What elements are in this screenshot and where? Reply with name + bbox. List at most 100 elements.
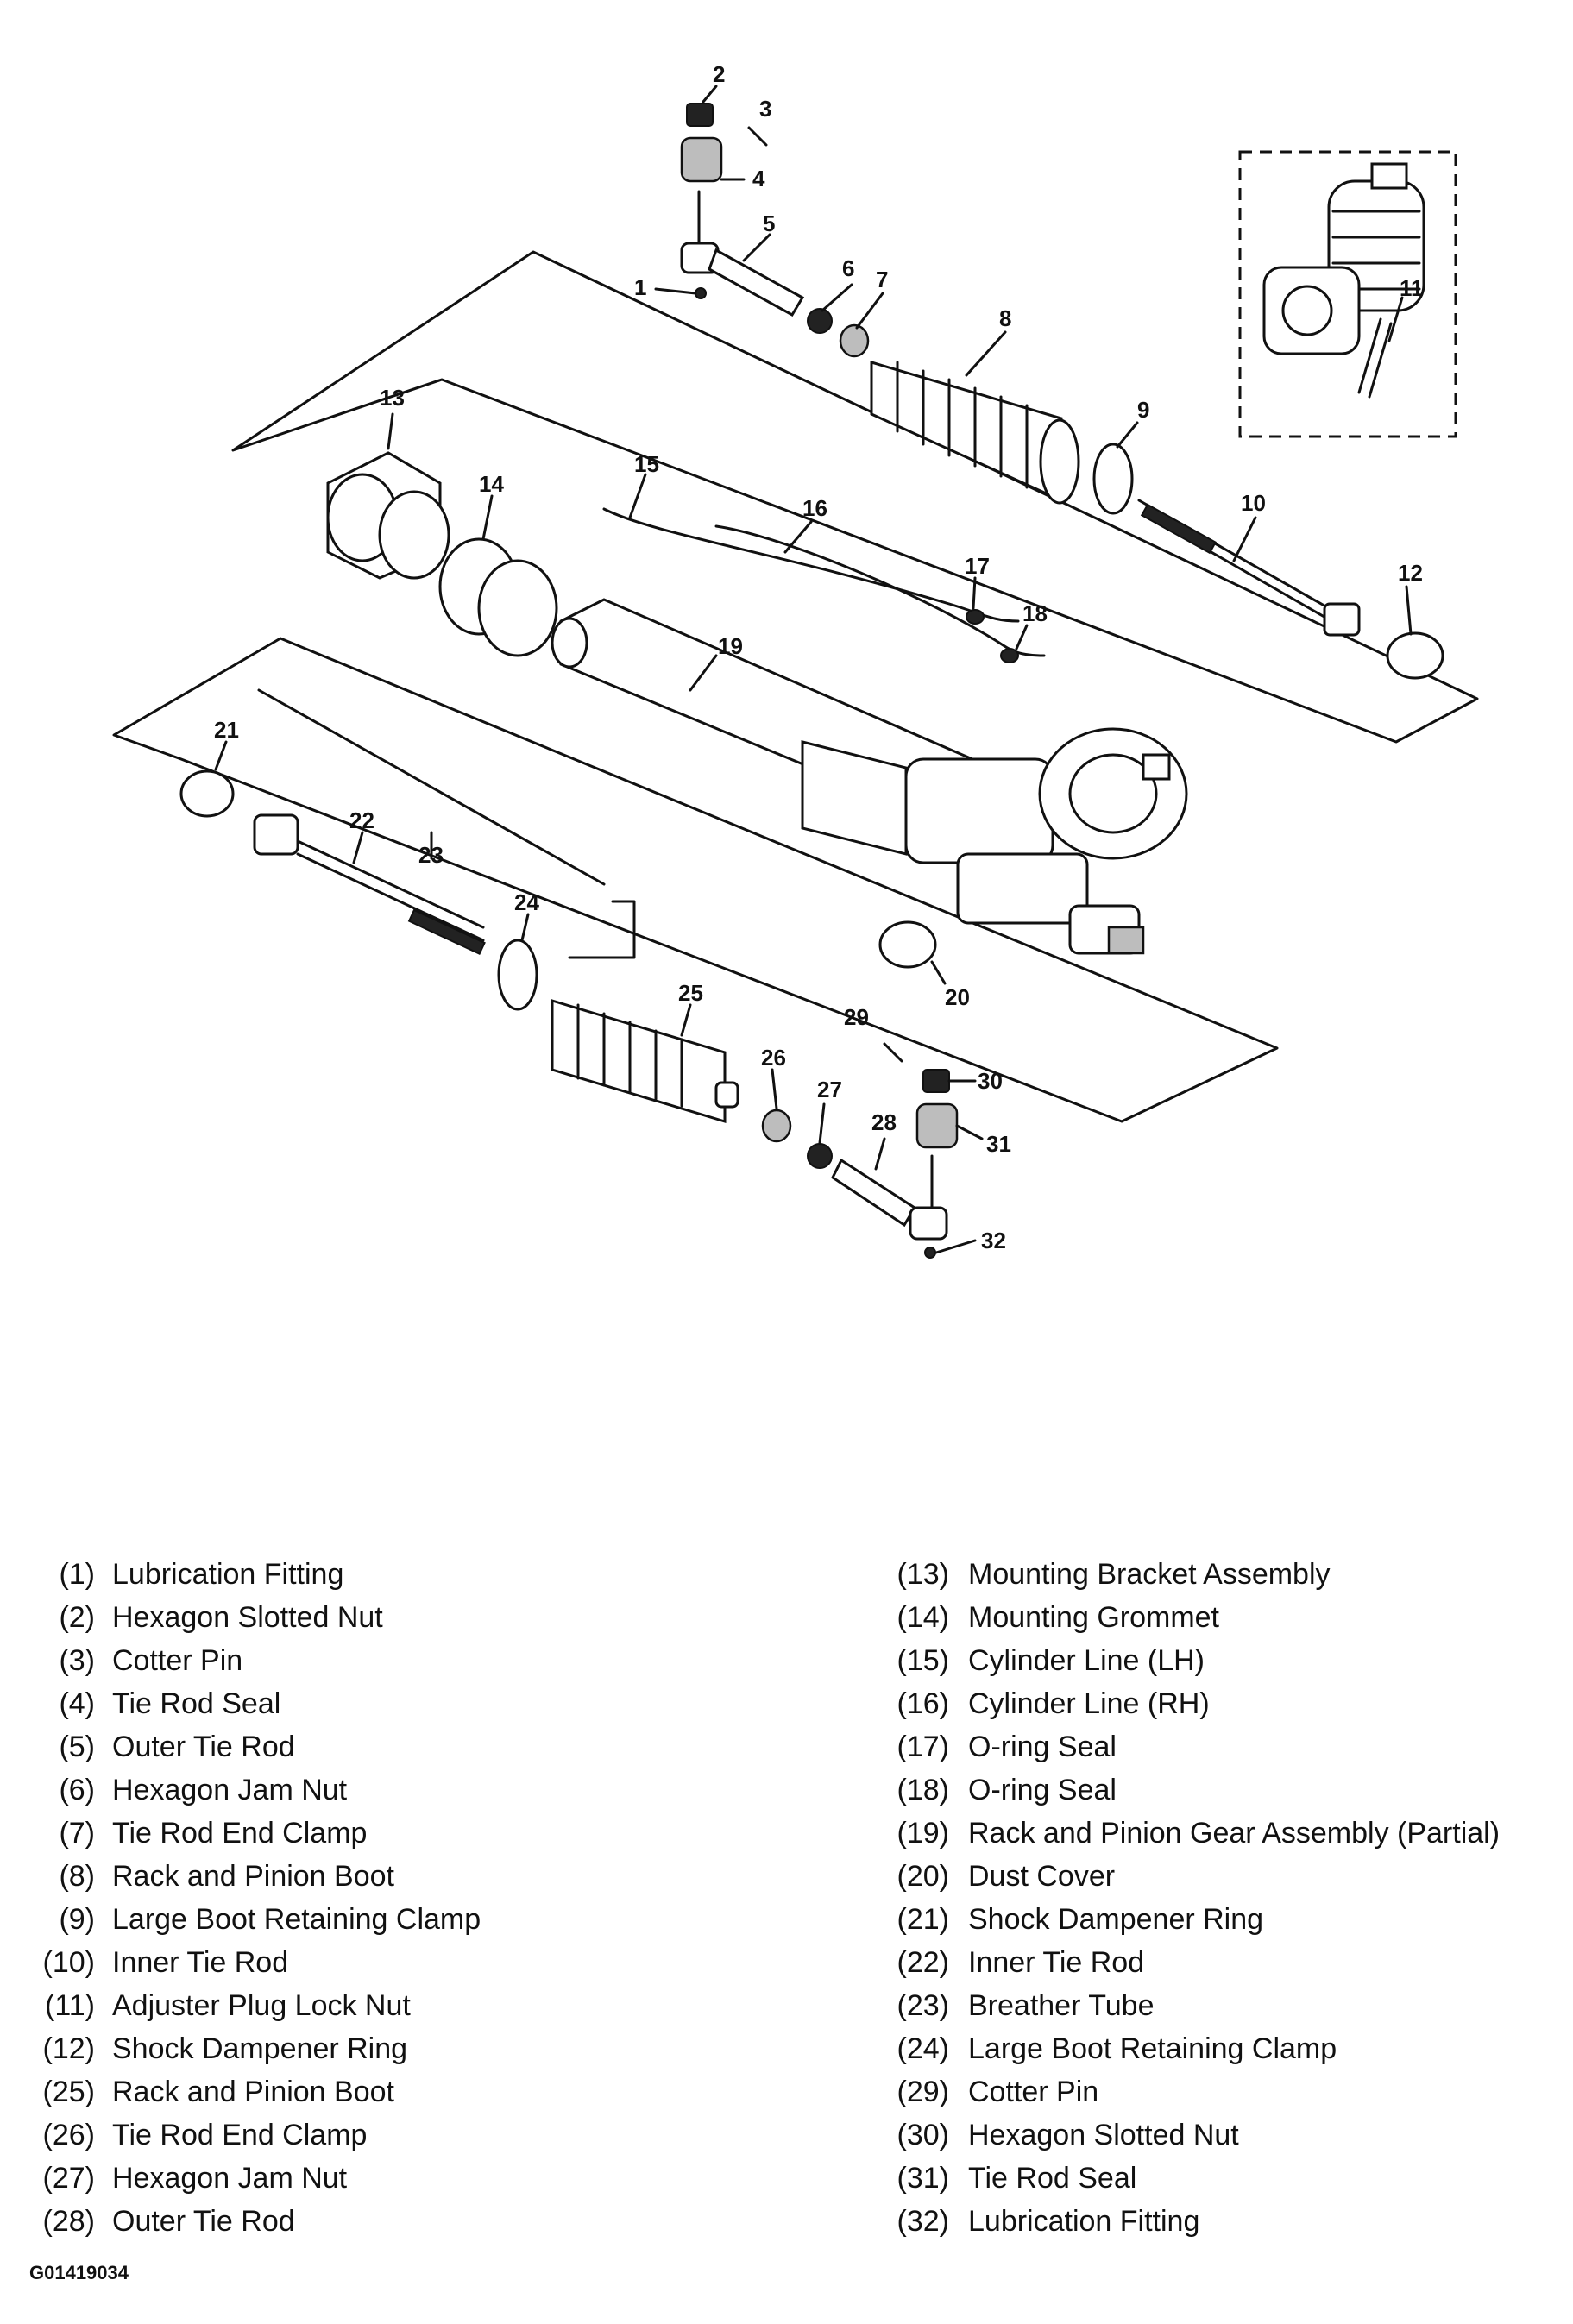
dust-cover: [878, 920, 937, 969]
legend-item: (6)Hexagon Jam Nut: [26, 1768, 481, 1812]
legend-label: Rack and Pinion Boot: [112, 2076, 394, 2108]
callout-23: 23: [418, 842, 444, 868]
legend-item: (8) Rack and Pinion Boot: [26, 1855, 481, 1898]
legend-item: (25) Rack and Pinion Boot: [26, 2070, 481, 2114]
legend-number: (19): [897, 1817, 949, 1850]
legend-number: (8): [59, 1860, 95, 1893]
legend-label: Breather Tube: [968, 1989, 1155, 2022]
legend-number: (32): [897, 2205, 949, 2238]
legend-item: (24)Large Boot Retaining Clamp: [880, 2027, 1500, 2070]
legend-label: Cotter Pin: [968, 2076, 1099, 2108]
legend-item: (4) Tie Rod Seal: [26, 1682, 481, 1725]
shock-dampener-ring-lower: [179, 769, 235, 818]
legend-item: (27)Hexagon Jam Nut: [26, 2157, 481, 2200]
legend-label: Tie Rod Seal: [968, 2162, 1137, 2195]
callout-22: 22: [349, 807, 374, 833]
legend-number: (3): [59, 1644, 95, 1677]
callout-20: 20: [945, 984, 970, 1010]
leader-lines: [214, 85, 1413, 1254]
legend-item: (26)Tie Rod End Clamp: [26, 2114, 481, 2157]
legend-number: (5): [59, 1730, 95, 1763]
callout-29: 29: [844, 1004, 869, 1030]
figure-code: G01419034: [29, 2262, 129, 2283]
legend-number: (1): [59, 1558, 95, 1591]
legend-number: (15): [897, 1644, 949, 1677]
callout-16: 16: [802, 495, 827, 521]
legend-label: Cotter Pin: [112, 1644, 243, 1677]
callout-3: 3: [759, 96, 771, 122]
callout-labels: 1 2 3 4 5 6 7 8 9 10 11 12 13 14 15 16 1…: [214, 61, 1424, 1253]
legend-number: (28): [42, 2205, 95, 2238]
legend-item: (5)Outer Tie Rod: [26, 1725, 481, 1768]
legend-label: Hexagon Jam Nut: [112, 2162, 348, 2195]
legend-label: Hexagon Slotted Nut: [968, 2119, 1239, 2151]
callout-31: 31: [986, 1131, 1011, 1157]
callout-11: 11: [1400, 275, 1424, 301]
legend-item: (1) Lubrication Fitting: [26, 1553, 481, 1596]
callout-18: 18: [1022, 600, 1048, 626]
legend-number: (16): [897, 1687, 949, 1720]
legend-item: (19)Rack and Pinion Gear Assembly (Parti…: [880, 1812, 1501, 1855]
legend-label: Shock Dampener Ring: [968, 1903, 1264, 1936]
callout-27: 27: [817, 1077, 842, 1102]
legend-number: (18): [897, 1774, 949, 1806]
legend-number: (10): [42, 1946, 95, 1979]
legend-number: (17): [897, 1730, 949, 1763]
legend-label: Tie Rod Seal: [112, 1687, 281, 1720]
hexagon-jam-nut-lower: [807, 1143, 833, 1169]
legend-item: (15)Cylinder Line (LH): [880, 1639, 1500, 1682]
rack-and-pinion-boot-lower: [551, 998, 739, 1124]
legend-label: Inner Tie Rod: [112, 1946, 289, 1979]
legend-label: Lubrication Fitting: [112, 1558, 344, 1591]
adjuster-plug-inset: [1262, 162, 1425, 399]
large-boot-retaining-clamp-lower: [497, 939, 538, 1011]
cylinder-line-lh: [602, 507, 1020, 623]
lower-assembly-frame: [112, 637, 1279, 1123]
legend-label: Inner Tie Rod: [968, 1946, 1145, 1979]
legend-number: (4): [59, 1687, 95, 1720]
legend-number: (12): [42, 2032, 95, 2065]
legend-item: (13)Mounting Bracket Assembly: [880, 1553, 1500, 1596]
callout-24: 24: [514, 889, 539, 915]
legend-label: O-ring Seal: [968, 1730, 1117, 1763]
inner-tie-rod-lower: [253, 813, 486, 956]
shock-dampener-ring-upper: [1386, 631, 1444, 680]
legend-item: (12)Shock Dampener Ring: [26, 2027, 481, 2070]
mounting-bracket-assembly: [326, 451, 450, 580]
legend-number: (6): [59, 1774, 95, 1806]
o-ring-seal-18: [1000, 648, 1019, 663]
legend-item: (23)Breather Tube: [880, 1984, 1500, 2027]
tie-rod-seal-lower: [915, 1102, 959, 1149]
outer-tie-rod-lower: [831, 1154, 948, 1241]
legend-item: (29)Cotter Pin: [880, 2070, 1500, 2114]
callout-6: 6: [842, 255, 854, 281]
cotter-pin-upper: [747, 126, 768, 147]
tie-rod-seal-upper: [680, 136, 723, 183]
legend-number: (13): [897, 1558, 949, 1591]
o-ring-seal-17: [966, 609, 985, 625]
legend-number: (9): [59, 1903, 95, 1936]
legend-item: (14)Mounting Grommet: [880, 1596, 1500, 1639]
legend-item: (11)Adjuster Plug Lock Nut: [26, 1984, 481, 2027]
legend-item: (22) Inner Tie Rod: [880, 1941, 1500, 1984]
callout-12: 12: [1398, 560, 1423, 586]
callout-17: 17: [965, 553, 990, 579]
legend-number: (20): [897, 1860, 949, 1893]
callout-9: 9: [1137, 397, 1149, 423]
legend-number: (22): [897, 1946, 949, 1979]
legend-label: Dust Cover: [968, 1860, 1116, 1893]
upper-assembly-frame: [231, 250, 1479, 744]
legend-item: (21)Shock Dampener Ring: [880, 1898, 1500, 1941]
legend-number: (31): [897, 2162, 949, 2195]
legend-label: Outer Tie Rod: [112, 2205, 295, 2238]
hexagon-jam-nut-upper: [807, 308, 833, 334]
callout-15: 15: [634, 451, 659, 477]
callout-1: 1: [634, 274, 646, 300]
legend-label: Rack and Pinion Boot: [112, 1860, 394, 1893]
legend-number: (25): [42, 2076, 95, 2108]
callout-21: 21: [214, 717, 239, 743]
inner-tie-rod-upper: [1137, 499, 1361, 637]
callout-32: 32: [981, 1228, 1006, 1253]
parts-legend-right: (13)Mounting Bracket Assembly(14)Mountin…: [880, 1553, 1501, 2243]
callout-26: 26: [761, 1045, 786, 1071]
